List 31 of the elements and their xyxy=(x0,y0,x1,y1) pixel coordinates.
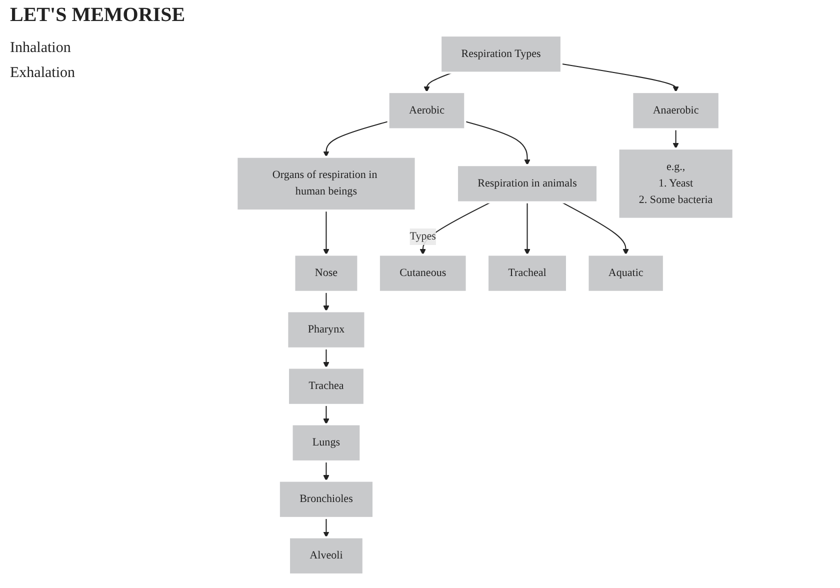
node-box: Aquatic xyxy=(586,254,665,293)
node-box: Pharynx xyxy=(286,310,366,350)
arrow xyxy=(323,292,330,312)
node-box: Trachea xyxy=(286,366,366,406)
node-box: Tracheal xyxy=(486,254,568,293)
node-box: Cutaneous xyxy=(378,254,468,293)
node-box: Organs of respiration in human beings xyxy=(236,156,417,212)
node-box: Respiration Types xyxy=(440,34,563,74)
node-box: Bronchioles xyxy=(278,480,375,519)
arrow xyxy=(465,120,530,166)
heading: LET'S MEMORISE xyxy=(10,4,186,27)
arrow xyxy=(562,202,629,255)
node-box: Anaerobic xyxy=(631,91,720,130)
node-box: Respiration in animals xyxy=(456,164,599,204)
node-box: Alveoli xyxy=(288,536,364,576)
direction-label: Exhalation xyxy=(10,65,76,82)
arrow xyxy=(672,129,679,149)
arrow xyxy=(323,404,330,424)
arrow xyxy=(323,348,330,368)
direction-label: Inhalation xyxy=(10,40,72,57)
node-box: e.g., 1. Yeast 2. Some bacteria xyxy=(617,148,734,220)
arrow xyxy=(323,461,330,482)
node-box: Nose xyxy=(293,254,360,293)
arrow xyxy=(323,120,388,158)
node-box: Aerobic xyxy=(387,91,466,130)
node-box: Lungs xyxy=(290,423,362,462)
arrow xyxy=(323,210,330,255)
arrow xyxy=(524,202,530,255)
arrow xyxy=(561,63,679,92)
arrow xyxy=(323,518,330,538)
edge-label: Types xyxy=(410,230,436,242)
